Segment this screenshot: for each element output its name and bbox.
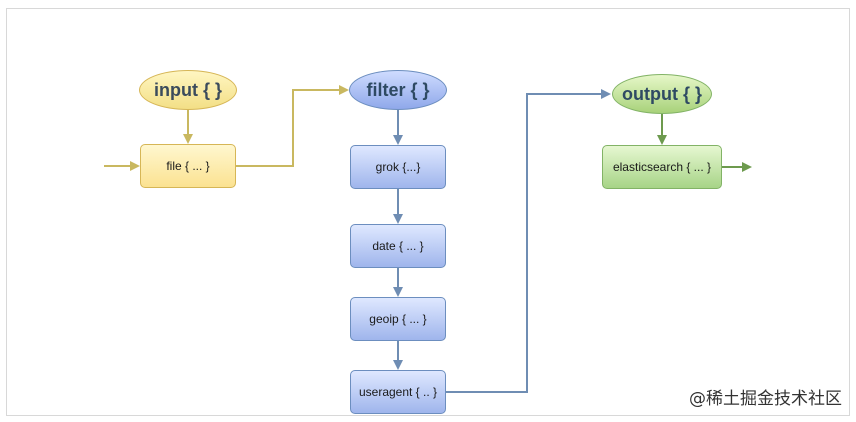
date-plugin-label: date { ... } xyxy=(372,239,424,253)
elasticsearch-plugin-box: elasticsearch { ... } xyxy=(602,145,722,189)
geoip-plugin-box: geoip { ... } xyxy=(350,297,446,341)
date-plugin-box: date { ... } xyxy=(350,224,446,268)
filter-stage-ellipse: filter { } xyxy=(349,70,447,110)
grok-plugin-label: grok {...} xyxy=(375,160,421,174)
arrow-file-filter xyxy=(236,85,349,167)
filter-stage-title: filter { } xyxy=(366,79,430,100)
geoip-plugin-label: geoip { ... } xyxy=(369,312,427,326)
file-plugin-box: file { ... } xyxy=(140,144,236,188)
elasticsearch-plugin-label: elasticsearch { ... } xyxy=(612,160,712,174)
input-stage-ellipse: input { } xyxy=(139,70,237,110)
arrow-useragent-output xyxy=(446,89,611,393)
input-stage-title: input { } xyxy=(154,79,222,100)
watermark-text: @稀土掘金技术社区 xyxy=(689,389,842,409)
file-plugin-label: file { ... } xyxy=(166,159,210,173)
grok-plugin-box: grok {...} xyxy=(350,145,446,189)
useragent-plugin-box: useragent { .. } xyxy=(350,370,446,414)
output-stage-ellipse: output { } xyxy=(612,74,712,114)
output-stage-title: output { } xyxy=(622,83,702,104)
useragent-plugin-label: useragent { .. } xyxy=(358,385,438,399)
